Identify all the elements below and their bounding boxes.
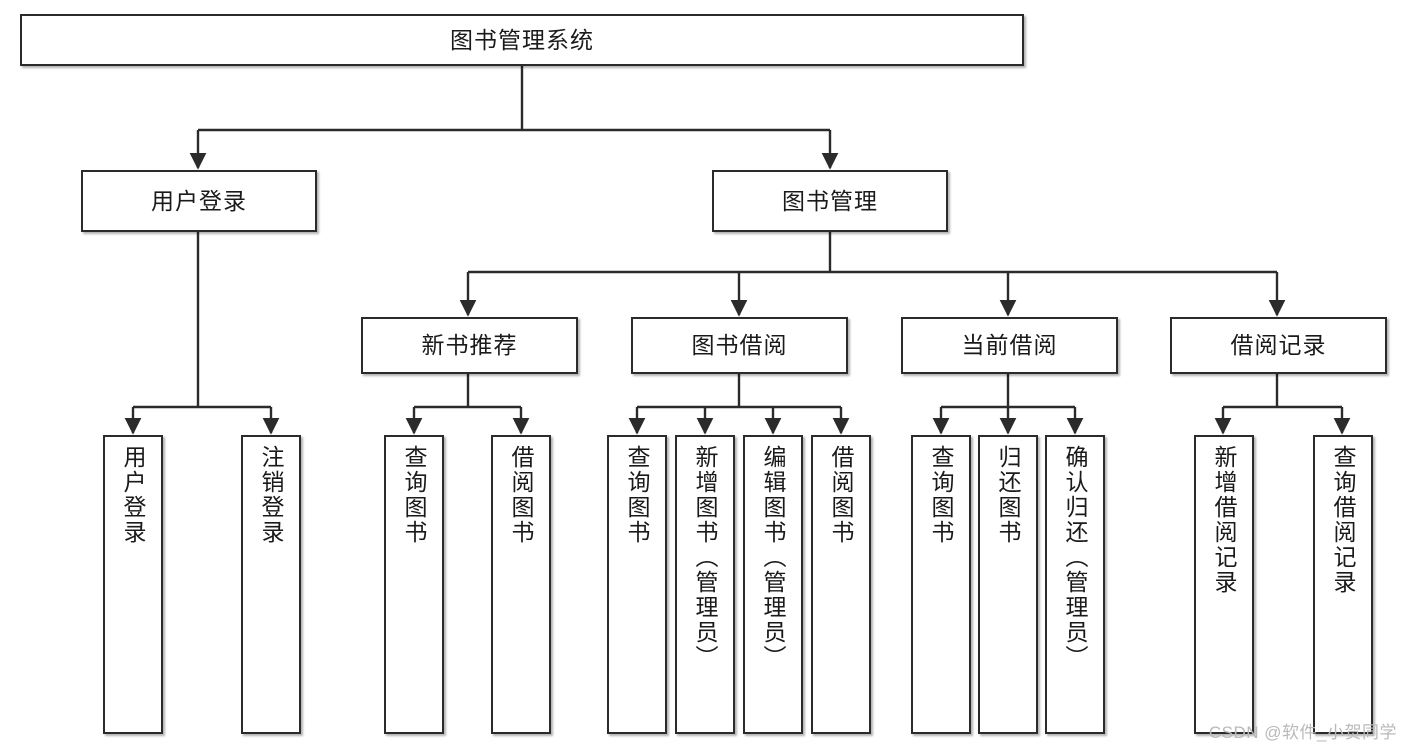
node-current-borrow[interactable]: 当前借阅 bbox=[901, 317, 1118, 374]
leaf-query-book-2-label: 查询图书 bbox=[624, 445, 651, 545]
node-root-label: 图书管理系统 bbox=[450, 26, 594, 53]
leaf-return-book[interactable]: 归还图书 bbox=[978, 435, 1038, 734]
leaf-query-book-1[interactable]: 查询图书 bbox=[384, 435, 444, 734]
leaf-logout[interactable]: 注销登录 bbox=[241, 435, 301, 734]
leaf-edit-book-label: 编辑图书（管理员） bbox=[760, 445, 787, 670]
leaf-logout-label: 注销登录 bbox=[258, 445, 285, 545]
leaf-borrow-book-2[interactable]: 借阅图书 bbox=[811, 435, 871, 734]
leaf-borrow-book-1[interactable]: 借阅图书 bbox=[491, 435, 551, 734]
leaf-add-book[interactable]: 新增图书（管理员） bbox=[675, 435, 735, 734]
leaf-query-book-3-label: 查询图书 bbox=[928, 445, 955, 545]
node-book-manage[interactable]: 图书管理 bbox=[712, 170, 948, 232]
node-book-manage-label: 图书管理 bbox=[782, 187, 878, 214]
leaf-confirm-return-label: 确认归还（管理员） bbox=[1062, 445, 1089, 670]
node-user-login[interactable]: 用户登录 bbox=[81, 170, 317, 232]
leaf-user-login-label: 用户登录 bbox=[120, 445, 147, 545]
node-borrow-record-label: 借阅记录 bbox=[1230, 332, 1327, 358]
node-root[interactable]: 图书管理系统 bbox=[20, 14, 1024, 66]
leaf-borrow-book-1-label: 借阅图书 bbox=[508, 445, 535, 545]
leaf-add-book-label: 新增图书（管理员） bbox=[692, 445, 719, 670]
node-current-borrow-label: 当前借阅 bbox=[961, 332, 1058, 358]
csdn-watermark: CSDN @软件_小贺同学 bbox=[1208, 723, 1397, 742]
leaf-borrow-book-2-label: 借阅图书 bbox=[828, 445, 855, 545]
leaf-edit-book[interactable]: 编辑图书（管理员） bbox=[743, 435, 803, 734]
leaf-user-login[interactable]: 用户登录 bbox=[103, 435, 163, 734]
node-book-borrow[interactable]: 图书借阅 bbox=[631, 317, 848, 374]
leaf-query-book-3[interactable]: 查询图书 bbox=[911, 435, 971, 734]
leaf-query-book-1-label: 查询图书 bbox=[401, 445, 428, 545]
node-new-book-recommend[interactable]: 新书推荐 bbox=[361, 317, 578, 374]
leaf-return-book-label: 归还图书 bbox=[995, 445, 1022, 545]
leaf-add-record-label: 新增借阅记录 bbox=[1211, 445, 1238, 595]
node-new-book-recommend-label: 新书推荐 bbox=[421, 332, 518, 358]
node-book-borrow-label: 图书借阅 bbox=[691, 332, 788, 358]
leaf-add-record[interactable]: 新增借阅记录 bbox=[1194, 435, 1254, 734]
node-user-login-label: 用户登录 bbox=[151, 187, 247, 214]
leaf-query-record[interactable]: 查询借阅记录 bbox=[1313, 435, 1373, 734]
leaf-query-book-2[interactable]: 查询图书 bbox=[607, 435, 667, 734]
node-borrow-record[interactable]: 借阅记录 bbox=[1170, 317, 1387, 374]
leaf-confirm-return[interactable]: 确认归还（管理员） bbox=[1045, 435, 1105, 734]
leaf-query-record-label: 查询借阅记录 bbox=[1330, 445, 1357, 595]
